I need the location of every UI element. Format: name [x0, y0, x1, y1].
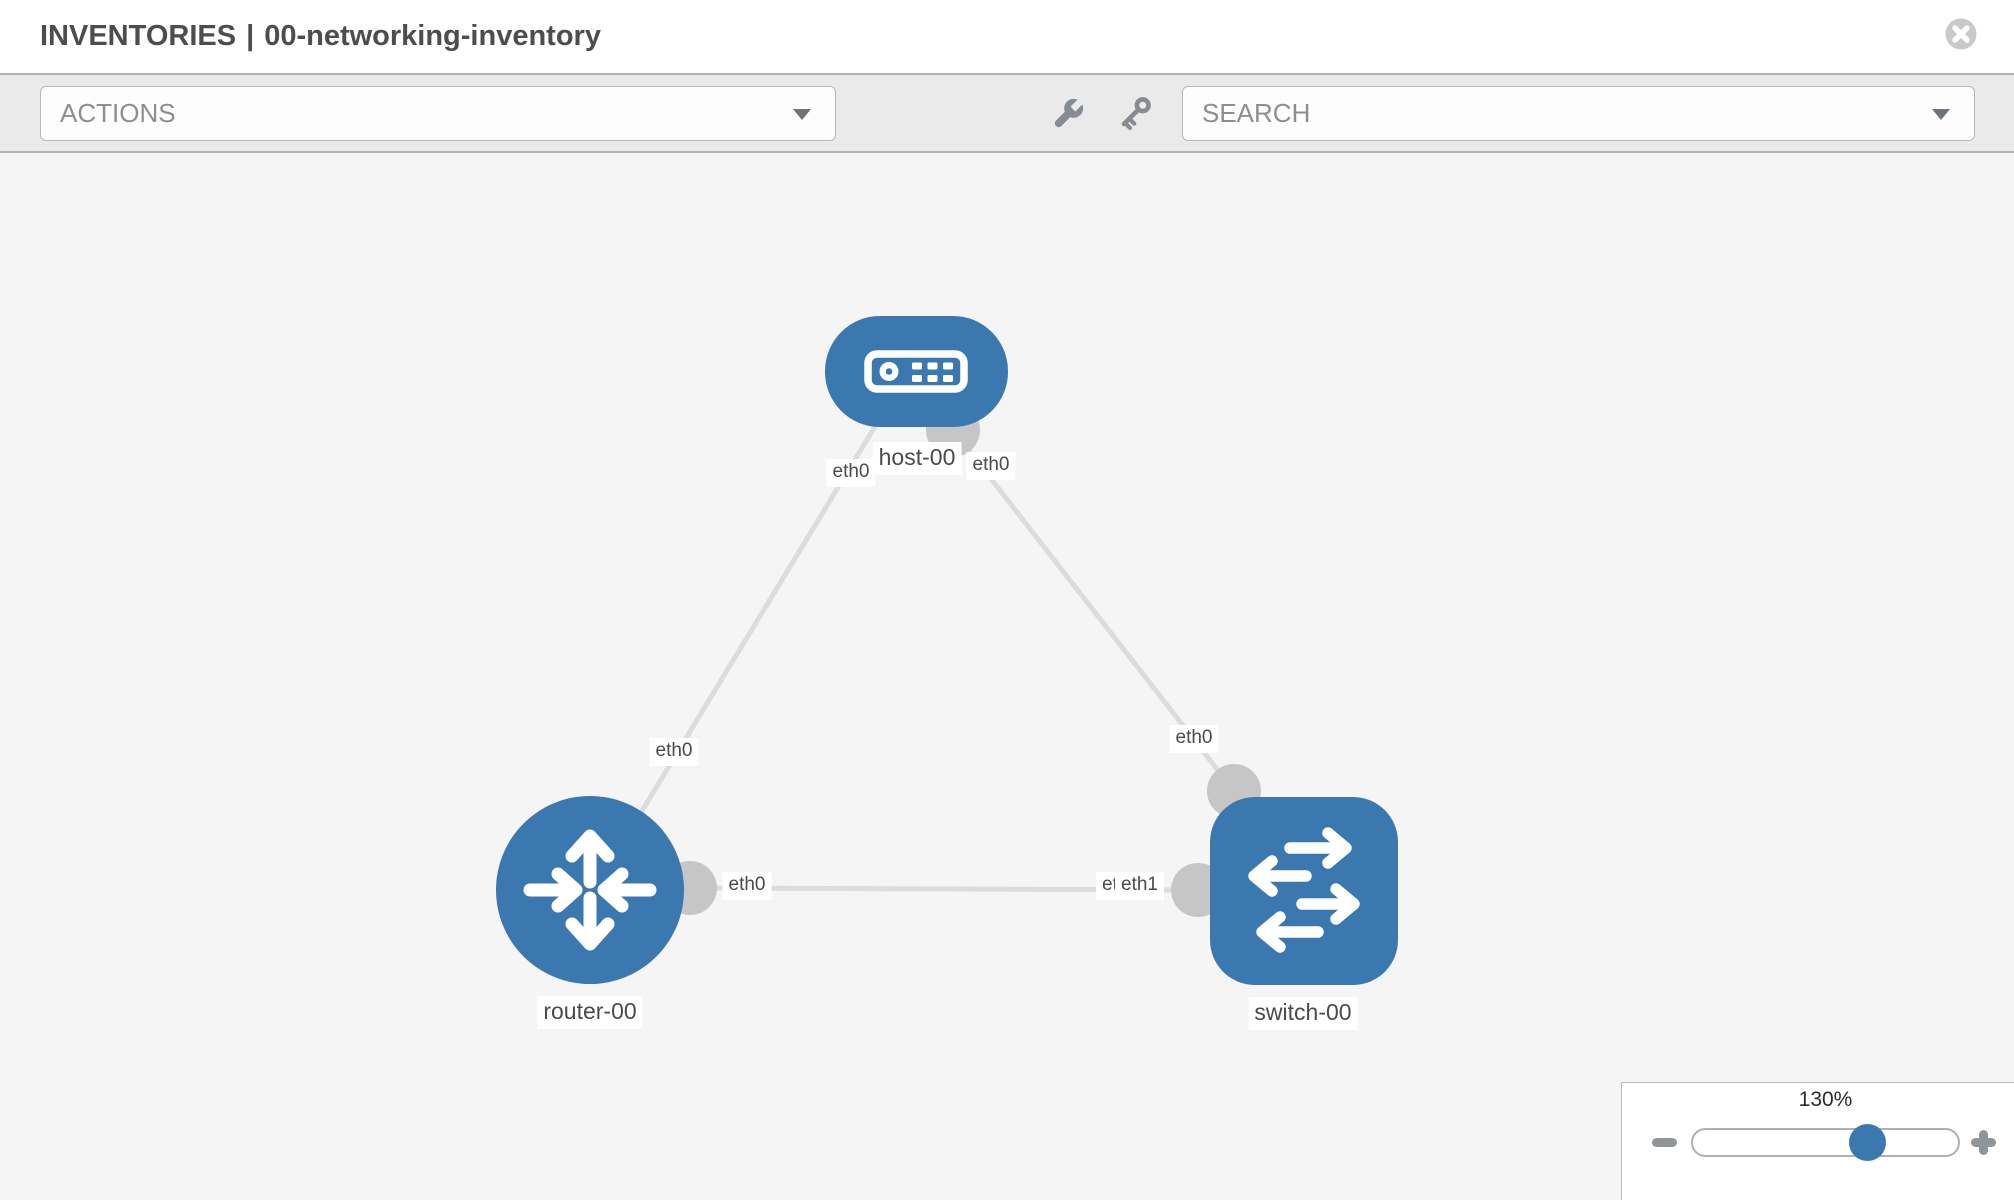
interface-label: eth1 [1115, 872, 1164, 900]
interface-label: eth0 [722, 872, 772, 900]
node-label-router: router-00 [537, 996, 643, 1029]
toolbar: ACTIONS SEARCH [0, 73, 2014, 153]
page-title: INVENTORIES | 00-networking-inventory [40, 0, 601, 73]
host-icon [864, 350, 968, 393]
zoom-panel: 130% [1621, 1082, 2014, 1200]
interface-dots [663, 403, 1261, 917]
node-host[interactable] [825, 316, 1008, 427]
zoom-out-button[interactable] [1652, 1138, 1677, 1147]
chevron-down-icon [1932, 109, 1950, 120]
actions-dropdown[interactable]: ACTIONS [40, 86, 836, 141]
inventory-name: 00-networking-inventory [264, 20, 601, 52]
interface-label: eth0 [649, 738, 699, 766]
zoom-slider-handle[interactable] [1849, 1124, 1886, 1161]
zoom-slider[interactable] [1691, 1124, 1960, 1161]
wrench-icon[interactable] [1049, 93, 1089, 133]
node-label-switch: switch-00 [1248, 997, 1358, 1030]
search-dropdown[interactable]: SEARCH [1182, 86, 1975, 141]
topology-canvas[interactable]: host-00 eth0 eth0 eth0 eth0 eth0 eth0 et… [0, 153, 2014, 1200]
interface-label: eth0 [966, 452, 1016, 480]
node-label-host: host-00 [872, 442, 962, 475]
search-placeholder: SEARCH [1202, 98, 1311, 128]
topology-links [597, 408, 1236, 893]
interface-label: eth0 [826, 459, 876, 487]
link-host-router [597, 408, 888, 882]
breadcrumb-section: INVENTORIES [40, 20, 237, 52]
breadcrumb-separator: | [246, 20, 255, 52]
interface-label: eth0 [1169, 725, 1219, 753]
close-icon[interactable] [1944, 17, 1978, 51]
chevron-down-icon [793, 109, 811, 120]
zoom-in-button[interactable] [1971, 1130, 1996, 1155]
node-switch[interactable] [1210, 797, 1398, 985]
actions-dropdown-label: ACTIONS [60, 98, 176, 128]
key-icon[interactable] [1120, 97, 1152, 131]
router-icon [523, 829, 657, 951]
switch-icon [1248, 827, 1360, 953]
toolbar-icons [1040, 75, 1180, 151]
page-header: INVENTORIES | 00-networking-inventory [0, 0, 2014, 73]
zoom-level: 130% [1798, 1088, 1853, 1111]
node-router[interactable] [496, 796, 684, 984]
